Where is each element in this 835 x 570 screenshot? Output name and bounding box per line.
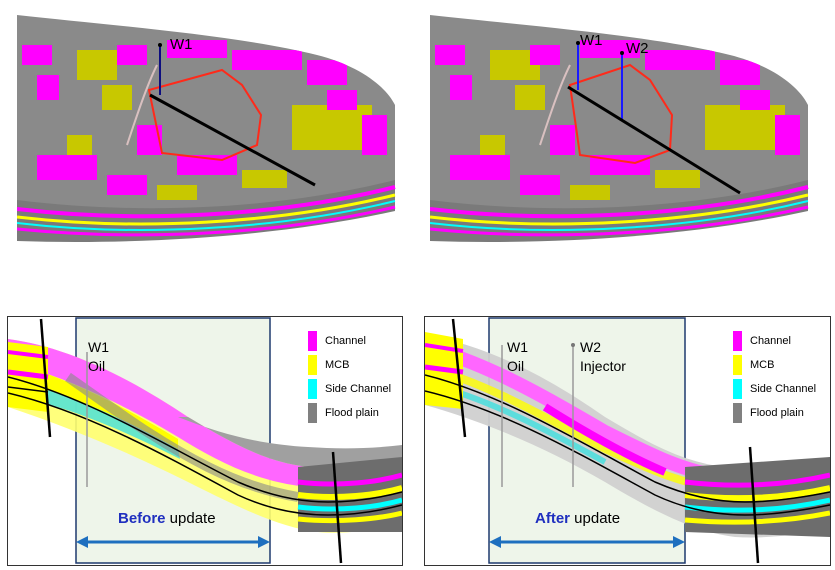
well-w1-type: Oil: [507, 358, 525, 375]
well-w2-label: W2 Injector: [580, 339, 626, 374]
facies-patches: [22, 40, 387, 200]
cross-section-before-svg: [8, 317, 402, 564]
model-3d-left-svg: [16, 15, 396, 242]
model-view-3d-right: W1 W2: [429, 5, 810, 245]
before-update-bold: Before: [118, 510, 166, 527]
legend-side-channel: Side Channel: [308, 377, 391, 401]
cross-section-before: W1 Oil Before update Channel MCB Side Ch…: [7, 316, 403, 566]
facies-patches: [435, 40, 800, 200]
facies-band: [425, 332, 830, 538]
fault-trace: [539, 64, 571, 146]
well-w2-head: [620, 51, 624, 55]
well-w1-type: Oil: [88, 358, 106, 375]
model-3d-right-svg: [429, 15, 809, 242]
well-w1-head: [576, 41, 580, 45]
facies-legend: Channel MCB Side Channel Flood plain: [308, 329, 391, 425]
well-w2-type: Injector: [580, 358, 626, 375]
well-w1-label: W1 Oil: [88, 339, 109, 374]
facies-legend: Channel MCB Side Channel Flood plain: [733, 329, 816, 425]
legend-channel: Channel: [733, 329, 816, 353]
legend-side-channel: Side Channel: [733, 377, 816, 401]
after-update-label: After update: [535, 510, 620, 527]
fault-left: [39, 318, 52, 438]
model-side-layers: [16, 175, 396, 242]
update-range-arrow: [489, 536, 685, 548]
cross-section-line: [567, 85, 741, 195]
legend-channel: Channel: [308, 329, 391, 353]
after-update-bold: After: [535, 510, 571, 527]
well-w1-label: W1: [170, 36, 193, 53]
before-update-rest: update: [165, 510, 216, 527]
well-w2-label: W2: [626, 40, 649, 57]
model-view-3d-left: W1: [16, 5, 397, 245]
fault-right: [331, 451, 343, 564]
legend-flood-plain: Flood plain: [733, 401, 816, 425]
fault-right: [748, 446, 760, 564]
well-w1-head: [158, 43, 162, 47]
well-w1-label: W1 Oil: [507, 339, 528, 374]
red-boundary: [568, 63, 674, 165]
facies-band: [8, 339, 402, 533]
update-range-arrow: [76, 536, 270, 548]
before-update-label: Before update: [118, 510, 216, 527]
legend-mcb: MCB: [733, 353, 816, 377]
legend-flood-plain: Flood plain: [308, 401, 391, 425]
red-boundary: [147, 68, 263, 162]
well-w1-name: W1: [88, 339, 109, 355]
well-w2-head: [571, 343, 575, 347]
fault-trace: [126, 64, 158, 146]
legend-mcb: MCB: [308, 353, 391, 377]
cross-section-line: [149, 93, 316, 187]
model-side-layers: [429, 175, 809, 242]
after-update-rest: update: [570, 510, 621, 527]
cross-section-after: W1 Oil W2 Injector After update Channel …: [424, 316, 831, 566]
well-w2-name: W2: [580, 339, 601, 355]
fault-left: [451, 318, 467, 438]
cross-section-after-svg: [425, 317, 830, 564]
well-w1-name: W1: [507, 339, 528, 355]
well-w1-label: W1: [580, 32, 603, 49]
